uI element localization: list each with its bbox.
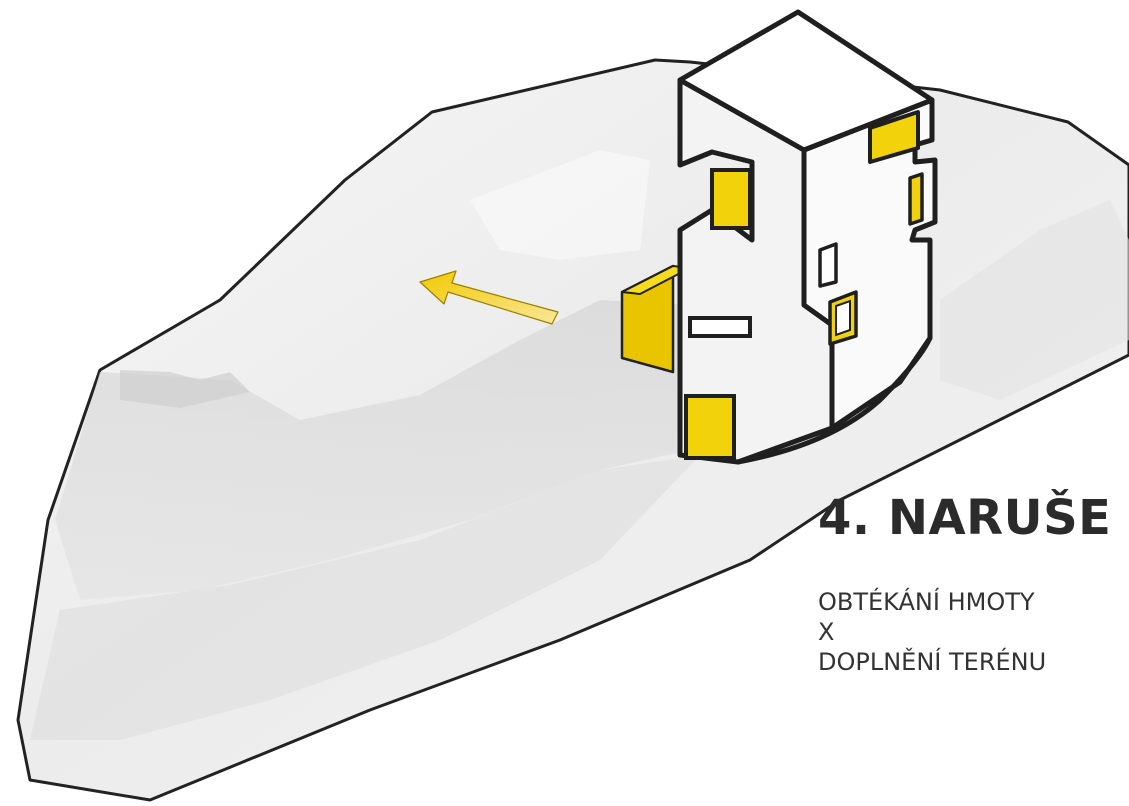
window-right-upper-slot bbox=[910, 174, 922, 224]
caption-line-1: OBTÉKÁNÍ HMOTY bbox=[818, 587, 1046, 617]
window-right-lower-inner bbox=[836, 301, 850, 335]
caption-line-3: DOPLNĚNÍ TERÉNU bbox=[818, 647, 1046, 677]
window-right-mid bbox=[820, 244, 836, 286]
window-left-slot bbox=[690, 318, 750, 336]
caption-block: OBTÉKÁNÍ HMOTY X DOPLNĚNÍ TERÉNU bbox=[818, 587, 1046, 677]
page-title: 4. NARUŠE bbox=[818, 490, 1111, 546]
door-left bbox=[686, 396, 734, 458]
window-left-upper bbox=[712, 170, 750, 228]
caption-line-2: X bbox=[818, 617, 1046, 647]
